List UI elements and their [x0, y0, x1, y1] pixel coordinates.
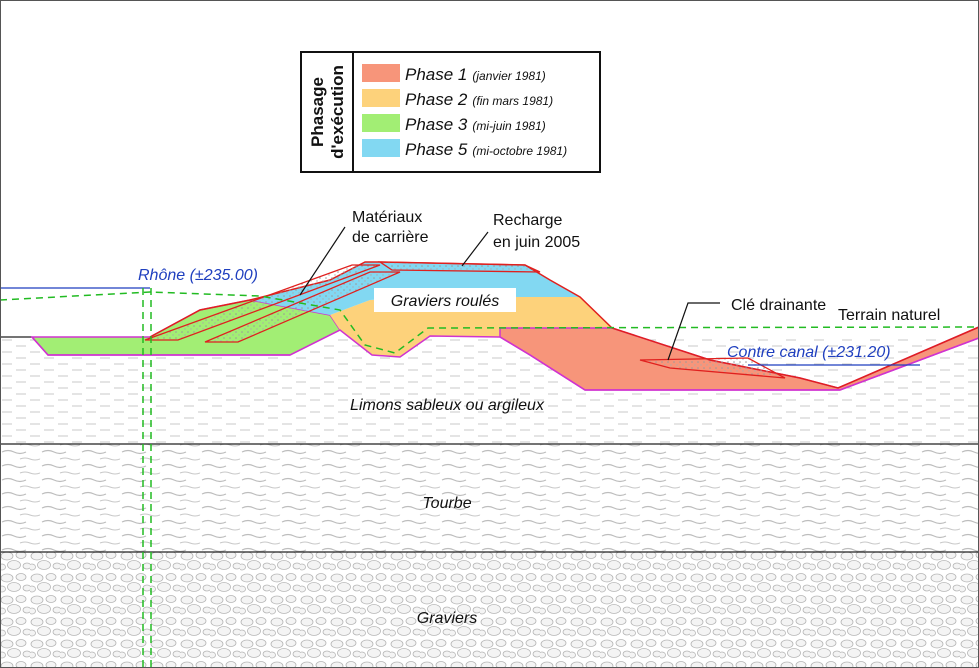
legend-frame	[300, 51, 601, 173]
label-tourbe: Tourbe	[422, 495, 471, 512]
cle-drainante-band	[639, 357, 786, 379]
legend: Phasage d'exécution Phase 1(janvier 1981…	[300, 51, 601, 173]
legend-phase5: Phase 5(mi-octobre 1981)	[405, 140, 567, 159]
recharge-band	[377, 261, 541, 273]
leader-recharge	[461, 231, 489, 267]
groundwater-line	[0, 291, 979, 354]
layer-tourbe	[0, 444, 979, 552]
label-cle-drainante: Clé drainante	[731, 297, 826, 314]
legend-swatch-phase3	[362, 114, 400, 132]
label-materiaux-2: de carrière	[352, 229, 429, 246]
leader-cle	[667, 302, 720, 361]
carriere-band-1	[144, 264, 381, 341]
label-rhone: Rhône (±235.00)	[138, 267, 258, 284]
label-contre-canal: Contre canal (±231.20)	[727, 344, 891, 361]
legend-phase2: Phase 2(fin mars 1981)	[405, 90, 553, 109]
label-graviers-roules-bg	[374, 288, 516, 312]
label-graviers-roules: Graviers roulés	[391, 293, 499, 310]
base-outline	[31, 329, 979, 391]
label-limons: Limons sableux ou argileux	[350, 397, 545, 414]
label-materiaux-1: Matériaux	[352, 209, 422, 226]
legend-title-1: Phasage	[308, 77, 327, 147]
label-graviers: Graviers	[417, 610, 477, 627]
leader-materiaux	[299, 226, 346, 296]
legend-phase1: Phase 1(janvier 1981)	[405, 65, 546, 84]
legend-phase3: Phase 3(mi-juin 1981)	[405, 115, 546, 134]
label-recharge-2: en juin 2005	[493, 234, 580, 251]
legend-swatch-phase5	[362, 139, 400, 157]
legend-title-2: d'exécution	[328, 65, 347, 159]
legend-swatch-phase2	[362, 89, 400, 107]
carriere-band-2	[204, 271, 401, 343]
label-terrain-naturel: Terrain naturel	[838, 307, 940, 324]
label-recharge-1: Recharge	[493, 212, 562, 229]
legend-swatch-phase1	[362, 64, 400, 82]
layer-graviers	[0, 552, 979, 668]
